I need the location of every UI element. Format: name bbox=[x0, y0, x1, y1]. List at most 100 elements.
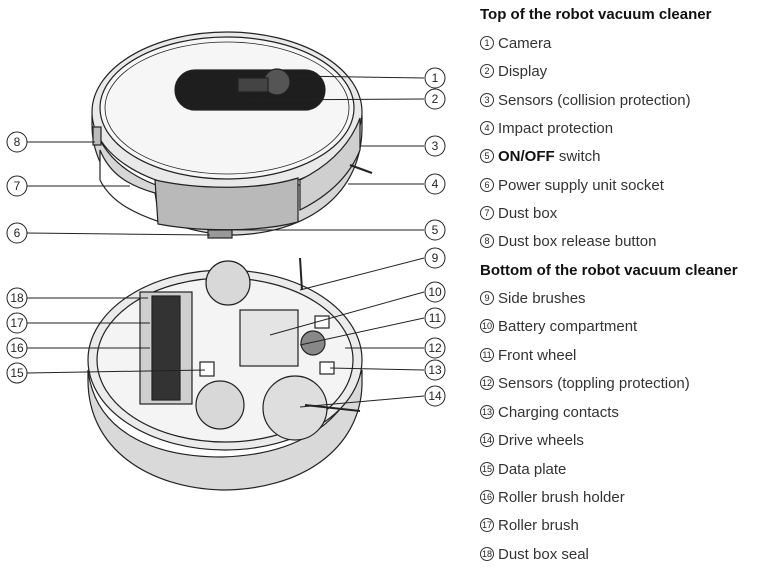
front-wheel-shape bbox=[300, 330, 326, 356]
legend-number: 2 bbox=[480, 64, 494, 78]
legend-label: Side brushes bbox=[498, 289, 586, 307]
legend-item-sensors-toppling: 12 Sensors (toppling protection) bbox=[480, 373, 690, 393]
legend-item-camera: 1 Camera bbox=[480, 33, 551, 53]
side-brush-bristle-top bbox=[299, 257, 303, 291]
callout-label: 2 bbox=[432, 92, 439, 106]
legend-label: Dust box bbox=[498, 204, 558, 222]
legend-number: 15 bbox=[480, 462, 494, 476]
legend-label: Display bbox=[498, 62, 548, 80]
legend-label: Battery compartment bbox=[498, 317, 638, 335]
legend-number: 8 bbox=[480, 234, 494, 248]
callout-label: 3 bbox=[432, 139, 439, 153]
callout-17: 17 bbox=[6, 312, 28, 334]
callout-label: 11 bbox=[429, 311, 442, 325]
legend-label: Charging contacts bbox=[498, 403, 619, 421]
side-brush-bristle bbox=[349, 164, 373, 174]
legend-number: 7 bbox=[480, 206, 494, 220]
drive-wheel-left-shape bbox=[205, 260, 251, 306]
callout-5: 5 bbox=[424, 219, 446, 241]
legend-number: 10 bbox=[480, 319, 494, 333]
legend-label: Camera bbox=[498, 34, 552, 52]
legend-label: Front wheel bbox=[498, 346, 577, 364]
legend-number: 3 bbox=[480, 93, 494, 107]
callout-11: 11 bbox=[424, 307, 446, 329]
legend-item-drive-wheels: 14 Drive wheels bbox=[480, 430, 584, 450]
legend-label: Power supply unit socket bbox=[498, 176, 664, 194]
callout-label: 13 bbox=[428, 363, 442, 377]
legend-item-dust-box: 7 Dust box bbox=[480, 203, 557, 223]
legend-label: Sensors (toppling protection) bbox=[498, 374, 690, 392]
callout-markers: 1 2 3 4 5 6 7 8 9 10 11 12 13 14 15 16 1… bbox=[6, 67, 446, 407]
side-brush-shape bbox=[262, 375, 328, 441]
callout-label: 14 bbox=[428, 389, 442, 403]
legend-item-power-socket: 6 Power supply unit socket bbox=[480, 175, 664, 195]
legend-number: 17 bbox=[480, 518, 494, 532]
callout-18: 18 bbox=[6, 287, 28, 309]
callout-label: 18 bbox=[10, 291, 24, 305]
callout-label: 15 bbox=[10, 366, 24, 380]
callout-label: 1 bbox=[432, 71, 439, 85]
legend-item-battery: 10 Battery compartment bbox=[480, 316, 637, 336]
callout-4: 4 bbox=[424, 173, 446, 195]
bottom-heading: Bottom of the robot vacuum cleaner bbox=[480, 262, 738, 279]
callout-label: 8 bbox=[14, 135, 21, 149]
callout-1: 1 bbox=[424, 67, 446, 89]
callout-7: 7 bbox=[6, 175, 28, 197]
legend-number: 4 bbox=[480, 121, 494, 135]
legend-item-front-wheel: 11 Front wheel bbox=[480, 345, 576, 365]
legend-number: 18 bbox=[480, 547, 494, 561]
legend-number: 16 bbox=[480, 490, 494, 504]
callout-label: 16 bbox=[10, 341, 24, 355]
legend-label: Roller brush bbox=[498, 516, 579, 534]
legend-item-dust-box-release: 8 Dust box release button bbox=[480, 231, 656, 251]
top-heading: Top of the robot vacuum cleaner bbox=[480, 6, 712, 23]
callout-label: 9 bbox=[432, 251, 439, 265]
legend-number: 12 bbox=[480, 376, 494, 390]
callout-13: 13 bbox=[424, 359, 446, 381]
legend-label: Roller brush holder bbox=[498, 488, 625, 506]
leader-lines bbox=[26, 75, 425, 408]
bottom-view-illustration bbox=[87, 257, 363, 491]
legend-label: Dust box release button bbox=[498, 232, 657, 250]
legend-number: 11 bbox=[480, 348, 494, 362]
legend-item-display: 2 Display bbox=[480, 61, 547, 81]
legend-number: 9 bbox=[480, 291, 494, 305]
impact-bumper-shape bbox=[299, 117, 361, 211]
callout-3: 3 bbox=[424, 135, 446, 157]
legend-number: 1 bbox=[480, 36, 494, 50]
callout-label: 6 bbox=[14, 226, 21, 240]
callout-6: 6 bbox=[6, 222, 28, 244]
legend-label: Sensors (collision protection) bbox=[498, 91, 691, 109]
battery-compartment-shape bbox=[239, 309, 299, 367]
bottom-body-side bbox=[87, 369, 363, 491]
legend-number: 5 bbox=[480, 149, 494, 163]
legend-label: Drive wheels bbox=[498, 431, 584, 449]
callout-label: 17 bbox=[10, 316, 24, 330]
legend-number: 14 bbox=[480, 433, 494, 447]
legend-label: Data plate bbox=[498, 460, 567, 478]
legend-number: 13 bbox=[480, 405, 494, 419]
legend-number: 6 bbox=[480, 178, 494, 192]
roller-brush-bristles bbox=[151, 295, 181, 401]
dust-box-release-button-shape bbox=[92, 126, 102, 146]
callout-12: 12 bbox=[424, 337, 446, 359]
callout-14: 14 bbox=[424, 385, 446, 407]
callout-label: 7 bbox=[14, 179, 21, 193]
legend-label: Dust box seal bbox=[498, 545, 589, 563]
socket-shape bbox=[207, 229, 233, 239]
legend-item-side-brushes: 9 Side brushes bbox=[480, 288, 586, 308]
legend-item-dust-box-seal: 18 Dust box seal bbox=[480, 544, 589, 564]
callout-10: 10 bbox=[424, 281, 446, 303]
callout-label: 4 bbox=[432, 177, 439, 191]
callout-label: 12 bbox=[428, 341, 442, 355]
legend-item-roller-brush-holder: 16 Roller brush holder bbox=[480, 487, 625, 507]
legend-item-charging-contacts: 13 Charging contacts bbox=[480, 402, 619, 422]
callout-15: 15 bbox=[6, 362, 28, 384]
display-screen-shape bbox=[237, 77, 269, 93]
callout-16: 16 bbox=[6, 337, 28, 359]
drive-wheel-right-shape bbox=[195, 380, 245, 430]
data-plate-shape bbox=[199, 361, 215, 377]
callout-label: 5 bbox=[432, 223, 439, 237]
